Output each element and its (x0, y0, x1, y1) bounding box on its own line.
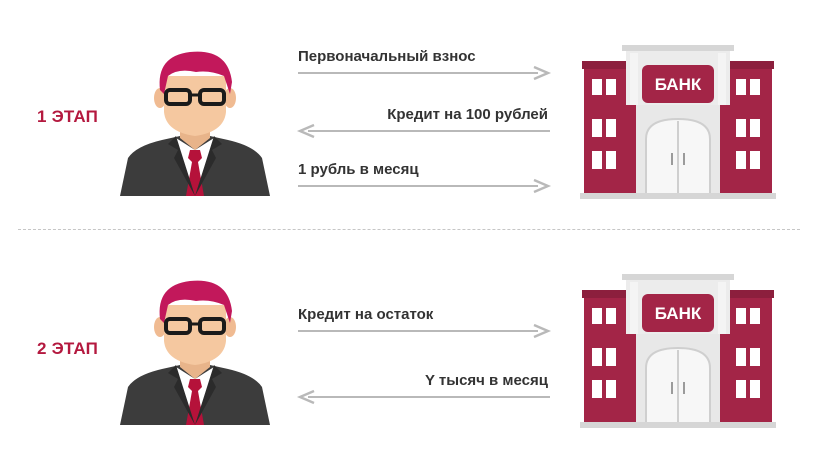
arrow-right-icon (298, 66, 550, 80)
stage-2: 2 ЭТАП Кредит на остаток Y тысяч в месяц (0, 230, 817, 459)
bank-sign: БАНК (655, 304, 702, 323)
flow-stage1-monthly: 1 рубль в месяц (298, 161, 550, 195)
arrow-right-icon (298, 324, 550, 338)
flow-stage1-initial-payment: Первоначальный взнос (298, 48, 550, 82)
stage-1-label: 1 ЭТАП (37, 107, 98, 127)
stage-2-label: 2 ЭТАП (37, 339, 98, 359)
flow-stage1-credit: Кредит на 100 рублей (298, 106, 550, 140)
flow-label: Кредит на 100 рублей (387, 106, 548, 123)
flow-label: 1 рубль в месяц (298, 161, 419, 178)
client-icon (118, 275, 272, 425)
stage-1: 1 ЭТАП Первоначальный взнос Кредит на 10 (0, 0, 817, 229)
bank-sign: БАНК (655, 75, 702, 94)
arrow-left-icon (298, 390, 550, 404)
flow-label: Кредит на остаток (298, 306, 433, 323)
bank-icon: БАНК (580, 272, 776, 428)
client-icon (118, 46, 272, 196)
flow-stage2-monthly: Y тысяч в месяц (298, 372, 550, 406)
flow-label: Первоначальный взнос (298, 48, 476, 65)
bank-icon: БАНК (580, 43, 776, 199)
arrow-right-icon (298, 179, 550, 193)
arrow-left-icon (298, 124, 550, 138)
flow-stage2-credit-remainder: Кредит на остаток (298, 306, 550, 340)
flow-label: Y тысяч в месяц (425, 372, 548, 389)
